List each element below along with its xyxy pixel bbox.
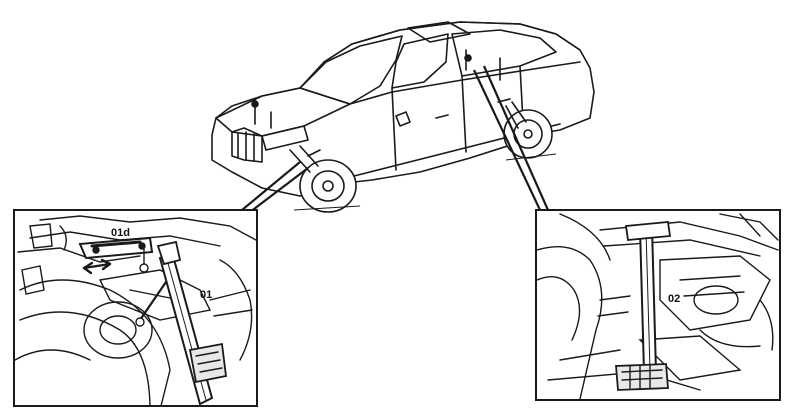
label-01d: 01d [111, 227, 130, 239]
car-mirror [395, 111, 411, 127]
callout-leaders [241, 65, 550, 213]
car-headlight [261, 125, 309, 151]
ground-shadow-marks [293, 153, 557, 211]
car-hood [215, 87, 351, 137]
rear-axle-detail-panel: 02 [535, 209, 781, 401]
car-windshield [299, 35, 403, 105]
car-roof [323, 21, 581, 63]
label-02: 02 [668, 293, 680, 305]
label-01: 01 [200, 289, 212, 301]
sedan-car-drawing [211, 21, 595, 213]
front-axle-detail-panel: 01d 01 [13, 209, 258, 407]
front-wheel [299, 159, 357, 213]
car-grille [231, 127, 263, 163]
car-sunroof [407, 21, 471, 43]
